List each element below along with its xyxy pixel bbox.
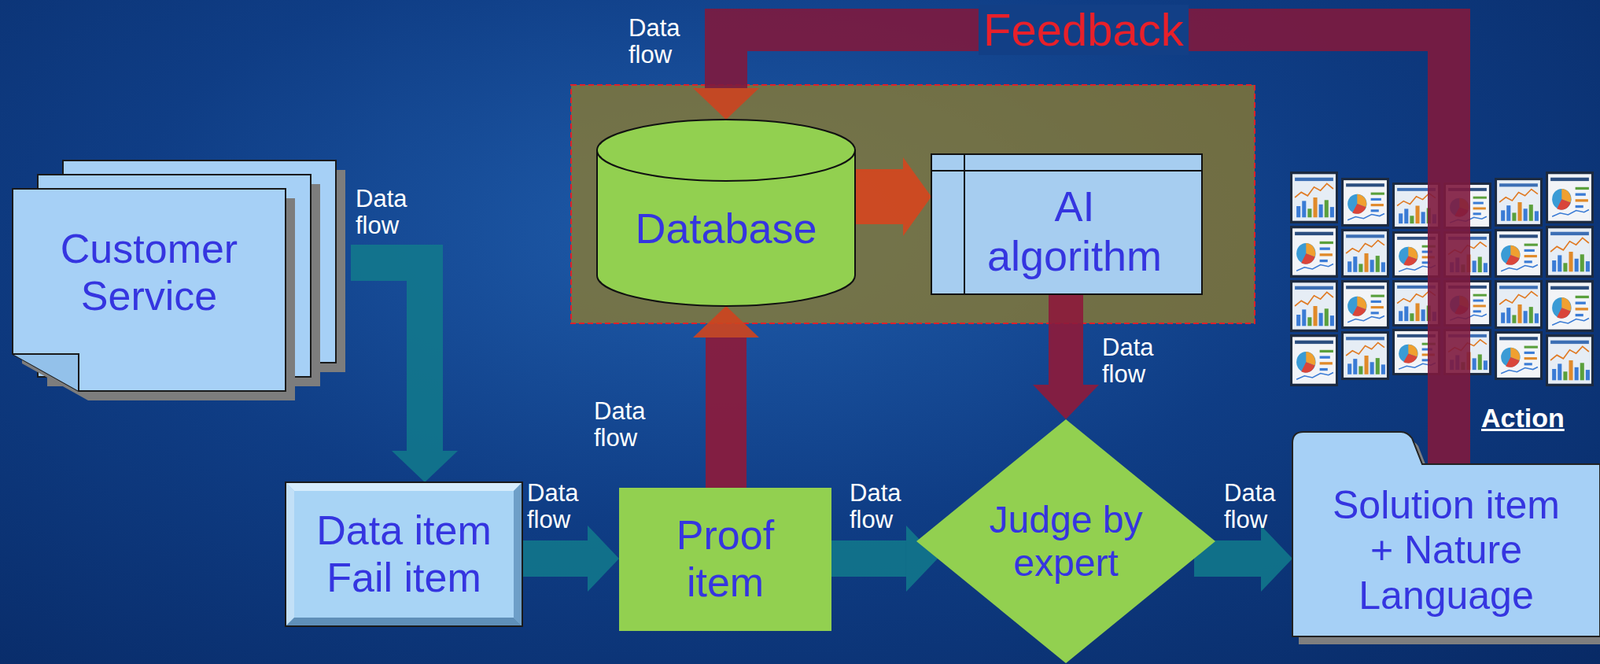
arrow-head	[693, 88, 760, 120]
arrow-band	[831, 540, 907, 577]
flow-arrow	[855, 157, 932, 236]
dashboard-panel	[1290, 225, 1339, 278]
bevel-base	[285, 482, 523, 627]
node-text: Data item Fail item	[299, 507, 509, 602]
dashboard-panel	[1545, 334, 1594, 387]
table-rule	[963, 154, 966, 295]
customer-service-document: Customer Service	[12, 160, 351, 405]
arrow-head	[903, 157, 932, 236]
process-shape	[619, 487, 832, 631]
dashboard-panel	[1545, 280, 1594, 332]
ai-region	[571, 84, 1255, 324]
edge-label-holder: Data flow	[527, 479, 594, 534]
edge-label: Data flow	[1223, 479, 1291, 534]
node-shape	[916, 419, 1216, 664]
node-text: Customer Service	[20, 225, 278, 321]
node-content: Judge by expert	[987, 466, 1145, 616]
edge-label-holder: Data flow	[1223, 479, 1291, 534]
node-content: AI algorithm	[970, 173, 1179, 288]
table-shape	[931, 154, 1202, 295]
dashboard-panel	[1341, 280, 1390, 329]
label-holder: Data flow	[628, 14, 696, 69]
dashboard-panel	[1494, 177, 1543, 227]
arrow-head	[587, 525, 620, 592]
edge-label: Data flow	[593, 398, 661, 452]
node-content: Customer Service	[20, 188, 278, 358]
edge-label-holder: Data flow	[1102, 334, 1169, 388]
process-box: Proof item	[619, 487, 832, 631]
edge-label: Data flow	[1102, 334, 1169, 388]
page	[12, 188, 286, 391]
bevel-right	[513, 482, 523, 627]
bevel-left	[285, 482, 295, 627]
edge-label-holder: Feedback	[978, 4, 1189, 56]
arrow-band	[522, 540, 588, 577]
database-cylinder: Database	[597, 119, 856, 306]
flow-arrow	[1194, 525, 1293, 592]
dashboard-panel	[1290, 334, 1339, 387]
node-content: Solution item + Nature Language	[1316, 469, 1577, 632]
dashboard-panel	[1290, 171, 1339, 224]
diamond-shape	[916, 419, 1216, 664]
arrow-band	[350, 262, 425, 451]
table-rule	[931, 169, 1202, 172]
node-text: Proof item	[650, 512, 800, 607]
edge-label-holder: Data flow	[849, 479, 917, 534]
bevel-top	[285, 482, 523, 491]
flow-arrow	[831, 525, 938, 592]
arrow-head	[391, 450, 458, 483]
arrow-head	[1032, 384, 1099, 420]
edge-label: Data flow	[849, 479, 917, 534]
dashboard-panel	[1545, 225, 1594, 278]
arrow-band	[1048, 294, 1084, 385]
node-content: Proof item	[650, 495, 800, 624]
flow-arrow	[350, 262, 458, 483]
data-item-box: Data item Fail item	[285, 482, 523, 627]
dashboard-panel	[1494, 331, 1543, 380]
node-content: Data item Fail item	[299, 496, 509, 612]
bevel-bottom	[285, 617, 523, 627]
feedback-label: Feedback	[978, 4, 1189, 56]
node-text: Solution item + Nature Language	[1316, 482, 1577, 620]
folder-shape	[1292, 431, 1600, 637]
label-holder: Action	[1481, 402, 1565, 434]
dashboard-panel	[1494, 228, 1543, 278]
node-content: Database	[612, 174, 840, 283]
edge-label-holder: Data flow	[593, 398, 661, 452]
node-text: Database	[634, 203, 817, 253]
flow-label: Data flow	[628, 14, 696, 69]
arrow-band	[705, 337, 747, 488]
page-fold	[12, 353, 79, 391]
flow-arrow	[1032, 294, 1099, 420]
arrow-head	[693, 305, 760, 338]
dashboard-panel	[1341, 177, 1390, 227]
node-text: AI algorithm	[970, 181, 1179, 280]
dashboard-panel	[1494, 280, 1543, 329]
dashboard-panel	[1341, 228, 1390, 278]
node-text: Judge by expert	[987, 497, 1145, 585]
algorithm-box: AI algorithm	[931, 154, 1202, 295]
action-label: Action	[1481, 402, 1565, 434]
decision-diamond: Judge by expert	[916, 419, 1216, 664]
dashboard-panel	[1545, 171, 1594, 224]
flow-arrow	[693, 305, 760, 488]
flow-arrow	[522, 525, 620, 592]
dashboard-panel	[1290, 280, 1339, 332]
edge-label-holder: Data flow	[355, 185, 423, 240]
bevel-outline	[285, 482, 523, 627]
arrow-band	[855, 169, 904, 225]
dashboard-panel	[1341, 331, 1390, 380]
edge-label: Data flow	[527, 479, 594, 534]
cylinder-top	[597, 119, 856, 181]
arrow-head	[1260, 525, 1293, 592]
bevel-face	[294, 490, 514, 618]
solution-folder: Solution item + Nature Language	[1292, 431, 1600, 645]
edge-label: Data flow	[355, 185, 423, 240]
